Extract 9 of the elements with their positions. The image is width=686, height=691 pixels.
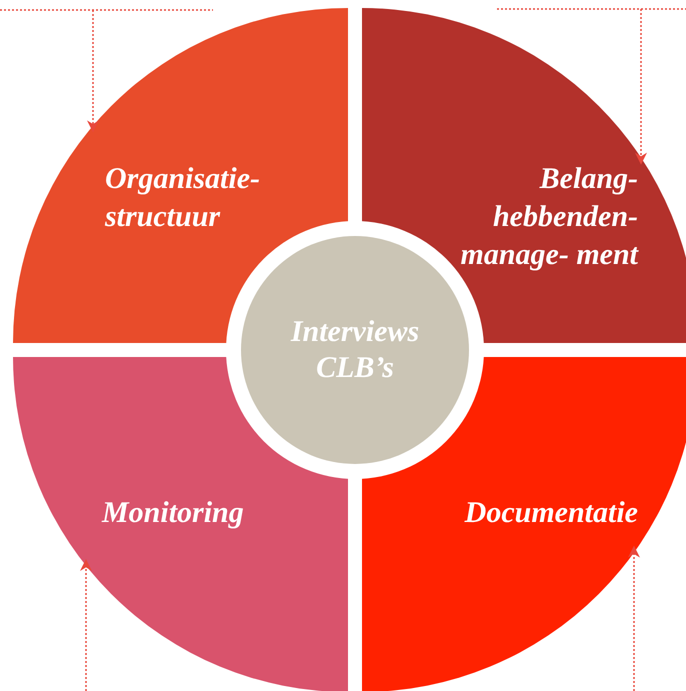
segment-label: Documentatie bbox=[464, 495, 638, 531]
segment-label: Belang- hebbenden- manage- ment bbox=[460, 161, 638, 273]
arrow bbox=[628, 546, 640, 691]
segment-label: Organisatie- structuur bbox=[105, 161, 262, 235]
arrow bbox=[87, 10, 99, 132]
arrow bbox=[80, 559, 92, 691]
center-label: Interviews CLB’s bbox=[290, 314, 420, 386]
arrow bbox=[635, 9, 647, 165]
segment-label: Monitoring bbox=[102, 495, 245, 531]
